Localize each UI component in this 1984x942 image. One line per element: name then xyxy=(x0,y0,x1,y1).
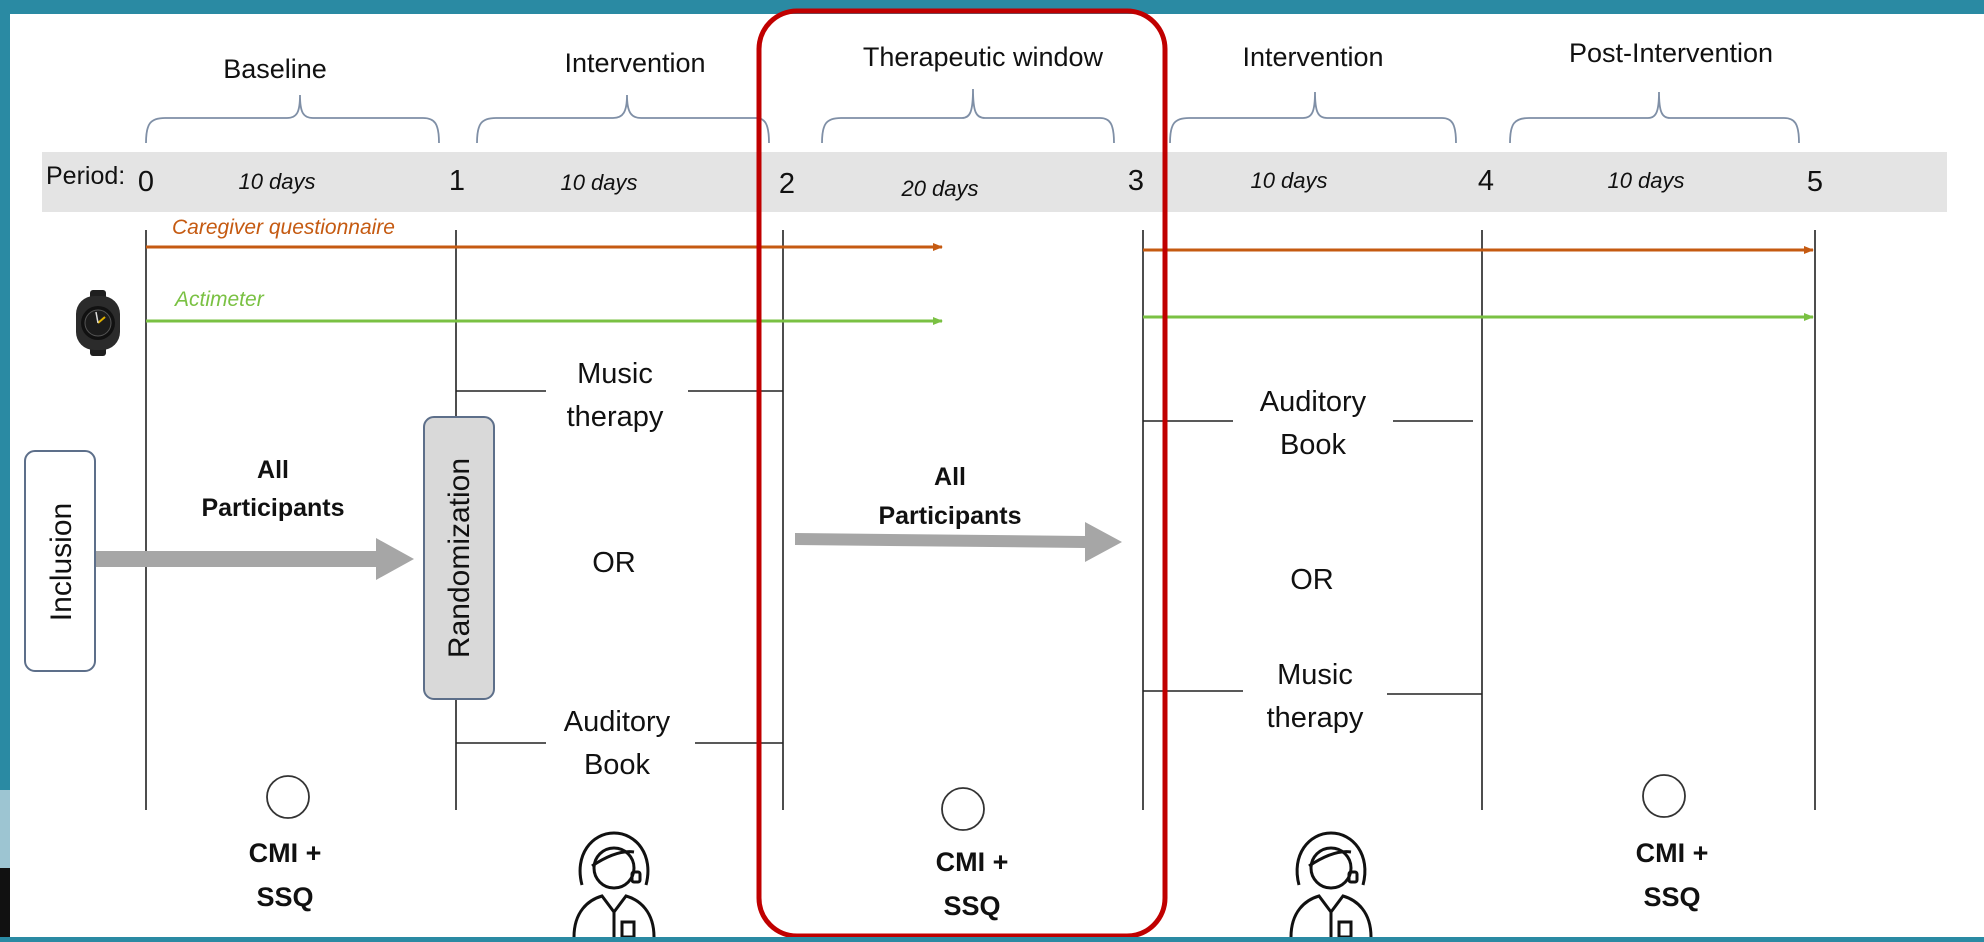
randomization-label: Randomization xyxy=(443,458,476,658)
arm1-bottom-line1: Auditory xyxy=(564,706,671,738)
assessment-2-line1: CMI + xyxy=(936,847,1009,877)
assessment-1-line1: CMI + xyxy=(249,838,322,868)
period-label: Period: xyxy=(46,162,125,190)
period-band xyxy=(42,152,1947,212)
period-number-1: 1 xyxy=(449,165,465,197)
phase-label-post-intervention: Post-Intervention xyxy=(1569,38,1773,68)
period-number-5: 5 xyxy=(1807,166,1823,198)
assessment-3-line1: CMI + xyxy=(1636,838,1709,868)
randomization-box xyxy=(423,416,495,700)
all-participants-2-line1: All xyxy=(934,463,966,491)
assessment-2-line2: SSQ xyxy=(943,891,1000,921)
assessment-3-line2: SSQ xyxy=(1643,882,1700,912)
period-number-4: 4 xyxy=(1478,165,1494,197)
brace-baseline xyxy=(145,94,440,144)
brace-intervention-2 xyxy=(1169,91,1457,144)
inclusion-label: Inclusion xyxy=(45,503,78,621)
caregiver-label: Caregiver questionnaire xyxy=(172,216,395,239)
brace-post xyxy=(1509,91,1800,144)
arm2-top-line2: Book xyxy=(1280,429,1347,461)
arm2-bottom-line1: Music xyxy=(1277,659,1353,691)
brace-therapeutic xyxy=(821,88,1115,144)
arm1-top-line2: therapy xyxy=(567,401,664,433)
all-participants-1-line1: All xyxy=(257,456,289,484)
period-number-0: 0 xyxy=(138,166,154,198)
duration-0: 10 days xyxy=(238,169,315,194)
therapeutic-window-highlight xyxy=(756,8,1168,939)
phase-label-therapeutic-window: Therapeutic window xyxy=(863,42,1104,72)
phase-label-baseline: Baseline xyxy=(223,54,327,84)
inclusion-box xyxy=(24,450,96,672)
period-number-3: 3 xyxy=(1128,165,1144,197)
watch-icon xyxy=(76,290,120,356)
duration-3: 10 days xyxy=(1250,168,1327,193)
duration-4: 10 days xyxy=(1607,168,1684,193)
frame-corner xyxy=(0,868,10,937)
assessment-1-line2: SSQ xyxy=(256,882,313,912)
assessment-circle-icon-3 xyxy=(1642,774,1686,818)
or-label-2: OR xyxy=(1290,564,1334,596)
duration-2: 20 days xyxy=(900,176,978,201)
arm1-top-line1: Music xyxy=(577,358,653,390)
assessment-circle-icon-2 xyxy=(941,787,985,831)
arm-lines-1 xyxy=(456,390,783,744)
arm2-bottom-line2: therapy xyxy=(1267,702,1364,734)
arm-lines-2 xyxy=(1143,420,1482,695)
brace-intervention-1 xyxy=(476,94,770,144)
duration-1: 10 days xyxy=(560,170,637,195)
phase-braces xyxy=(145,88,1800,144)
arm2-top-line1: Auditory xyxy=(1260,386,1367,418)
assessment-circle-icon-1 xyxy=(266,775,310,819)
or-label-1: OR xyxy=(592,547,636,579)
phase-label-intervention-1: Intervention xyxy=(564,48,705,78)
phase-label-intervention-2: Intervention xyxy=(1242,42,1383,72)
actimeter-label: Actimeter xyxy=(173,288,265,311)
all-participants-1-line2: Participants xyxy=(201,494,344,522)
frame-accent xyxy=(0,790,10,870)
flow-arrow-2 xyxy=(795,522,1122,562)
clinician-icon-1 xyxy=(572,831,656,939)
clinician-icon-2 xyxy=(1289,831,1373,939)
all-participants-2-line2: Participants xyxy=(878,502,1021,530)
flow-arrow-1 xyxy=(96,538,414,580)
arm1-bottom-line2: Book xyxy=(584,749,651,781)
period-number-2: 2 xyxy=(779,168,795,200)
